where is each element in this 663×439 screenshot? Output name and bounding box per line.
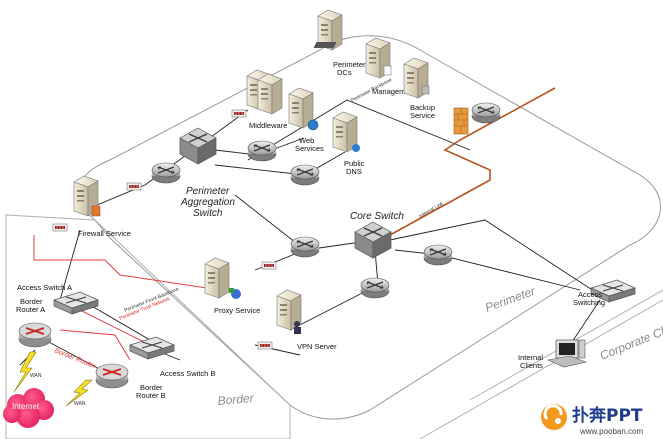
- zone-label-perimeter: Perimeter: [483, 284, 538, 315]
- middleware-servers: [246, 69, 283, 115]
- access-switch-b: [129, 336, 175, 360]
- access-switch-a: [53, 291, 99, 315]
- management-label: Management: [372, 87, 417, 96]
- dns-router: [290, 164, 320, 186]
- internal-link-label: Internal Link: [418, 201, 445, 220]
- core-right-router: [423, 244, 453, 266]
- border-router-link-label: Border Router: [53, 347, 97, 370]
- link-a-label: WAN: [30, 373, 42, 379]
- firewall-service-label: Firewall Service: [78, 229, 131, 238]
- perimeter-aggregation-switch: [179, 127, 217, 165]
- proxy-router: [290, 236, 320, 258]
- watermark-url: www.pooban.com: [579, 427, 643, 436]
- internet-router: [471, 102, 501, 124]
- perimeter-dcs-server: [313, 9, 343, 51]
- firewall-service-server: [73, 175, 101, 217]
- brick-firewall-icon: [453, 107, 469, 135]
- watermark: [541, 404, 567, 430]
- firewall-appliance-agg: [126, 182, 142, 191]
- internal-link: [389, 87, 556, 236]
- management-server: [365, 37, 392, 79]
- zone-label-border: Border: [217, 391, 255, 408]
- zone-label-corporate: Corporate Cli: [598, 323, 663, 363]
- middleware-label: Middleware: [249, 121, 287, 130]
- perimeter-zone: [78, 35, 661, 420]
- internal-clients-computer: [546, 339, 588, 368]
- vpn-server: [276, 289, 302, 334]
- link-label-front: Perimeter Front Backbone: [124, 286, 181, 314]
- border-router-a: [18, 322, 52, 348]
- public-dns-server: [332, 111, 360, 153]
- internet-label: Internet: [12, 402, 40, 411]
- wan-lightning-b: [65, 379, 93, 407]
- proxy-service-server: [204, 257, 241, 299]
- watermark-brand: 扑奔PPT: [572, 405, 643, 426]
- firewall-appliance-middleware: [231, 109, 247, 118]
- firewall-appliance-proxy: [261, 261, 277, 270]
- border-router-b: [95, 363, 129, 389]
- internet-cloud: [3, 388, 54, 428]
- core-switch: [354, 221, 392, 259]
- firewall-appliance-vpn: [257, 341, 273, 350]
- web-services-server: [288, 87, 319, 131]
- access-switch-a-label: Access Switch A: [17, 283, 72, 292]
- vpn-server-label: VPN Server: [297, 342, 337, 351]
- border-zone: [5, 214, 291, 439]
- backup-service-server: [403, 57, 430, 99]
- proxy-service-label: Proxy Service: [214, 306, 260, 315]
- link-b-label: WAN: [74, 401, 86, 407]
- core-switch-label: Core Switch: [350, 211, 404, 222]
- access-switch-b-label: Access Switch B: [160, 369, 215, 378]
- agg-router-middle: [247, 140, 277, 162]
- vpn-router: [360, 277, 390, 299]
- wan-lightning-a: [13, 351, 37, 393]
- agg-router-left: [151, 162, 181, 184]
- firewall-appliance-border: [52, 223, 68, 232]
